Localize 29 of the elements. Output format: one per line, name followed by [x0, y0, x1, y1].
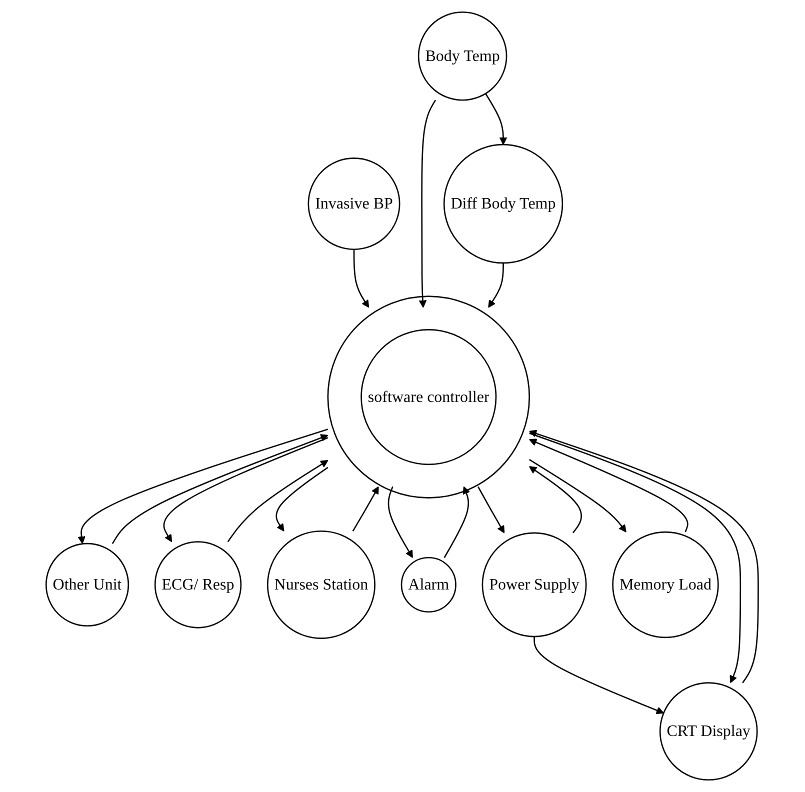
- node-circle: Memory Load: [612, 531, 720, 638]
- arrow: [388, 486, 414, 558]
- arrow: [354, 249, 370, 308]
- ring-circle: [328, 296, 530, 498]
- node-circle: software controller: [360, 329, 497, 466]
- node-circle: Alarm: [401, 556, 457, 613]
- arrow: [529, 459, 627, 532]
- arrow: [78, 428, 328, 544]
- arrow: [228, 460, 329, 542]
- arrow: [478, 486, 505, 534]
- arrow: [444, 486, 470, 558]
- arrow: [485, 93, 508, 145]
- arrow: [529, 438, 689, 532]
- node-circle: ECG/ Resp: [154, 541, 242, 628]
- arrow: [529, 466, 582, 534]
- arrow: [419, 100, 436, 308]
- arrow: [534, 636, 664, 714]
- node-circle: CRT Display: [660, 682, 758, 781]
- node-circle: Other Unit: [46, 542, 130, 627]
- node-circle: Diff Body Temp: [444, 144, 564, 264]
- arrow: [164, 437, 328, 542]
- arrow: [276, 466, 329, 532]
- arrow: [352, 486, 380, 532]
- node-circle: Power Supply: [482, 532, 588, 638]
- arrow: [112, 434, 329, 544]
- node-circle: Body Temp: [418, 11, 508, 101]
- arrow: [488, 262, 504, 308]
- node-circle: Invasive BP: [308, 158, 401, 250]
- node-circle: Nurses Station: [267, 530, 376, 639]
